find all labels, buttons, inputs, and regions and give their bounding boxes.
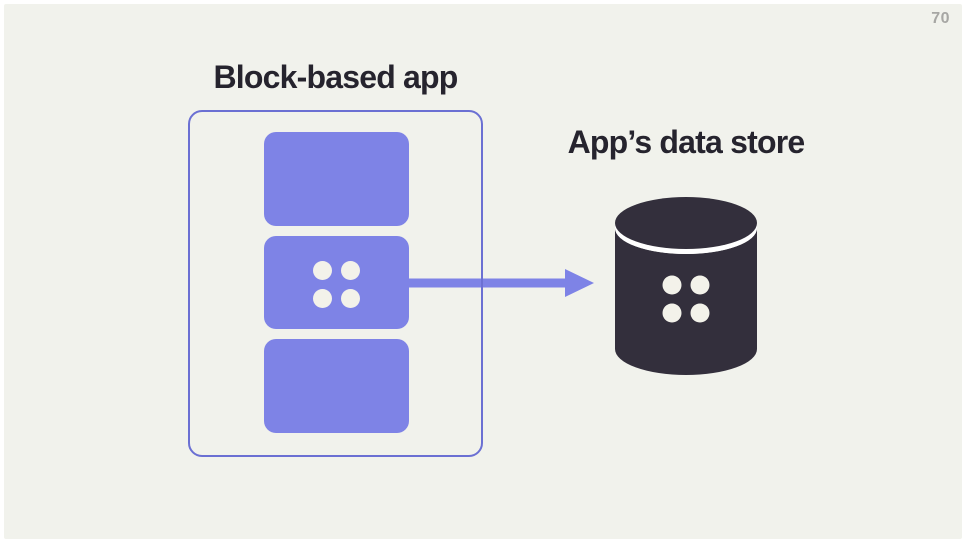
app-block-top xyxy=(264,132,409,226)
dot xyxy=(313,289,332,308)
slide: 70 Block-based app App’s data store xyxy=(4,4,962,539)
data-dots-icon xyxy=(662,275,710,323)
data-dots-icon xyxy=(313,261,360,308)
app-block-bottom xyxy=(264,339,409,433)
dot xyxy=(341,289,360,308)
app-container-box xyxy=(188,110,483,457)
slide-page-number: 70 xyxy=(931,10,950,27)
app-title: Block-based app xyxy=(213,59,458,95)
datastore-title: App’s data store xyxy=(567,124,806,160)
app-block-middle xyxy=(264,236,409,329)
dot xyxy=(341,261,360,280)
database-cylinder-icon xyxy=(615,197,757,375)
dot xyxy=(313,261,332,280)
data-flow-arrow-icon xyxy=(409,269,594,297)
